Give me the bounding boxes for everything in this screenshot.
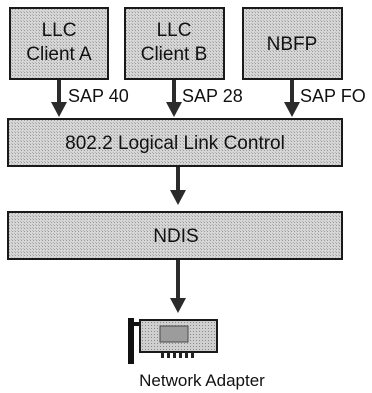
arrow-llc-to-ndis: [170, 167, 186, 205]
llc-layer-box: 802.2 Logical Link Control: [7, 118, 343, 167]
arrow-nbfp-to-llc: [284, 80, 300, 117]
llc-layer-label: 802.2 Logical Link Control: [65, 133, 285, 154]
ndis-layer-label: NDIS: [153, 226, 198, 247]
network-adapter-icon: [128, 318, 218, 364]
arrow-ndis-to-adapter: [170, 260, 186, 313]
sap-label-client-a: SAP 40: [68, 86, 129, 106]
client-a-title-line2: Client A: [26, 44, 92, 65]
client-a-title-line1: LLC: [42, 20, 77, 41]
sap-label-client-b: SAP 28: [182, 86, 243, 106]
sap-label-nbfp: SAP FO: [300, 86, 366, 106]
ndis-layer-box: NDIS: [7, 211, 343, 260]
arrow-client-a-to-llc: [51, 80, 67, 117]
client-a-box: LLC Client A: [9, 7, 109, 80]
client-b-title-line2: Client B: [141, 44, 208, 65]
arrow-client-b-to-llc: [166, 80, 182, 117]
network-adapter-label: Network Adapter: [139, 371, 265, 390]
nbfp-title: NBFP: [267, 34, 318, 55]
nbfp-box: NBFP: [242, 7, 343, 80]
client-b-box: LLC Client B: [124, 7, 225, 80]
client-b-title-line1: LLC: [157, 20, 192, 41]
